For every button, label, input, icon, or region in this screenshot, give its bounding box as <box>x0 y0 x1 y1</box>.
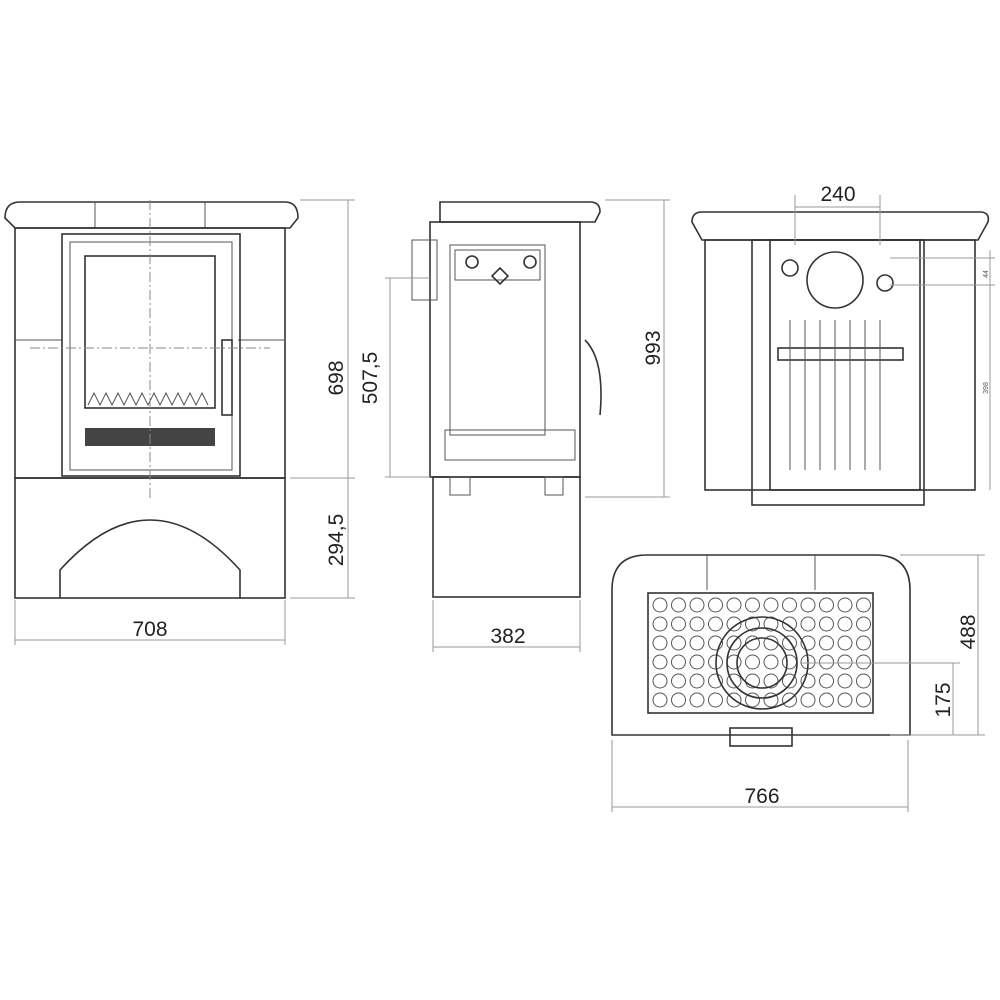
grate-hole <box>782 597 797 613</box>
grate-hole <box>726 616 742 632</box>
grate-hole <box>745 635 760 651</box>
dim-rear-flue-height: 398 <box>983 382 990 394</box>
grate-hole <box>819 597 834 613</box>
grate-hole <box>819 673 834 689</box>
grate-hole <box>671 635 686 651</box>
grate-hole <box>837 597 853 613</box>
grate-hole <box>689 673 705 689</box>
grate-hole <box>652 692 668 708</box>
grate-hole <box>689 654 705 670</box>
dim-front-upper-height: 698 <box>325 360 348 395</box>
grate-hole <box>689 616 705 632</box>
grate-hole <box>745 616 760 632</box>
dim-side-total-height: 993 <box>642 330 665 365</box>
grate-hole <box>708 635 723 651</box>
grate-hole <box>745 692 760 708</box>
grate-hole <box>763 597 779 613</box>
grate-hole <box>782 692 797 708</box>
dim-side-firebox-height: 507,5 <box>359 352 382 405</box>
grate-hole <box>708 692 723 708</box>
grate-hole <box>837 635 853 651</box>
grate-hole <box>819 692 834 708</box>
grate-hole <box>745 654 760 670</box>
dim-side-depth: 382 <box>490 625 525 648</box>
grate-hole <box>726 597 742 613</box>
grate-hole <box>708 597 723 613</box>
grate-hole <box>837 654 853 670</box>
grate-hole <box>671 616 686 632</box>
grate-hole <box>856 616 871 632</box>
grate-hole <box>763 616 779 632</box>
grate-hole <box>726 635 742 651</box>
grate-hole <box>819 654 834 670</box>
grate-hole <box>856 692 871 708</box>
grate-hole <box>671 597 686 613</box>
grate-hole <box>856 597 871 613</box>
grate-hole <box>689 597 705 613</box>
grate-hole <box>652 673 668 689</box>
grate-hole <box>800 673 816 689</box>
grate-hole <box>689 635 705 651</box>
front-view <box>4 199 355 645</box>
grate-hole <box>782 635 797 651</box>
grate-hole <box>689 692 705 708</box>
grate-hole <box>800 635 816 651</box>
side-view <box>385 199 670 652</box>
grate-hole <box>837 673 853 689</box>
grate-hole <box>782 673 797 689</box>
grate-hole <box>800 597 816 613</box>
grate-hole <box>819 616 834 632</box>
grate-hole <box>745 597 760 613</box>
grate-hole <box>856 654 871 670</box>
dim-front-width: 708 <box>132 618 167 641</box>
rear-view <box>691 195 995 506</box>
grate-hole <box>856 635 871 651</box>
grate-hole <box>726 654 742 670</box>
grate-hole <box>708 654 723 670</box>
grate-hole <box>708 673 723 689</box>
dim-top-width: 766 <box>744 785 779 808</box>
grate-hole <box>726 673 742 689</box>
grate-hole <box>856 673 871 689</box>
grate-hole <box>837 692 853 708</box>
grate-hole <box>726 692 742 708</box>
dim-front-base-height: 294,5 <box>325 514 348 567</box>
grate-hole <box>819 635 834 651</box>
grate-hole <box>671 692 686 708</box>
grate-hole <box>763 692 779 708</box>
dim-rear-flue-spacing: 240 <box>820 183 855 206</box>
dim-top-flue-offset: 175 <box>932 682 955 717</box>
dim-top-depth: 488 <box>957 614 980 649</box>
grate-hole <box>782 654 797 670</box>
grate-hole <box>763 673 779 689</box>
top-view <box>611 554 985 812</box>
dim-rear-flue-offset: 44 <box>983 270 990 278</box>
grate-hole <box>800 692 816 708</box>
grate-hole <box>652 597 668 613</box>
grate-hole <box>671 673 686 689</box>
grate-hole <box>671 654 686 670</box>
grate-hole <box>708 616 723 632</box>
grate-hole <box>837 616 853 632</box>
grate-hole <box>800 616 816 632</box>
grate-hole <box>652 635 668 651</box>
grate-hole <box>763 654 779 670</box>
grate-hole <box>652 654 668 670</box>
grate-hole <box>652 616 668 632</box>
grate-hole <box>782 616 797 632</box>
